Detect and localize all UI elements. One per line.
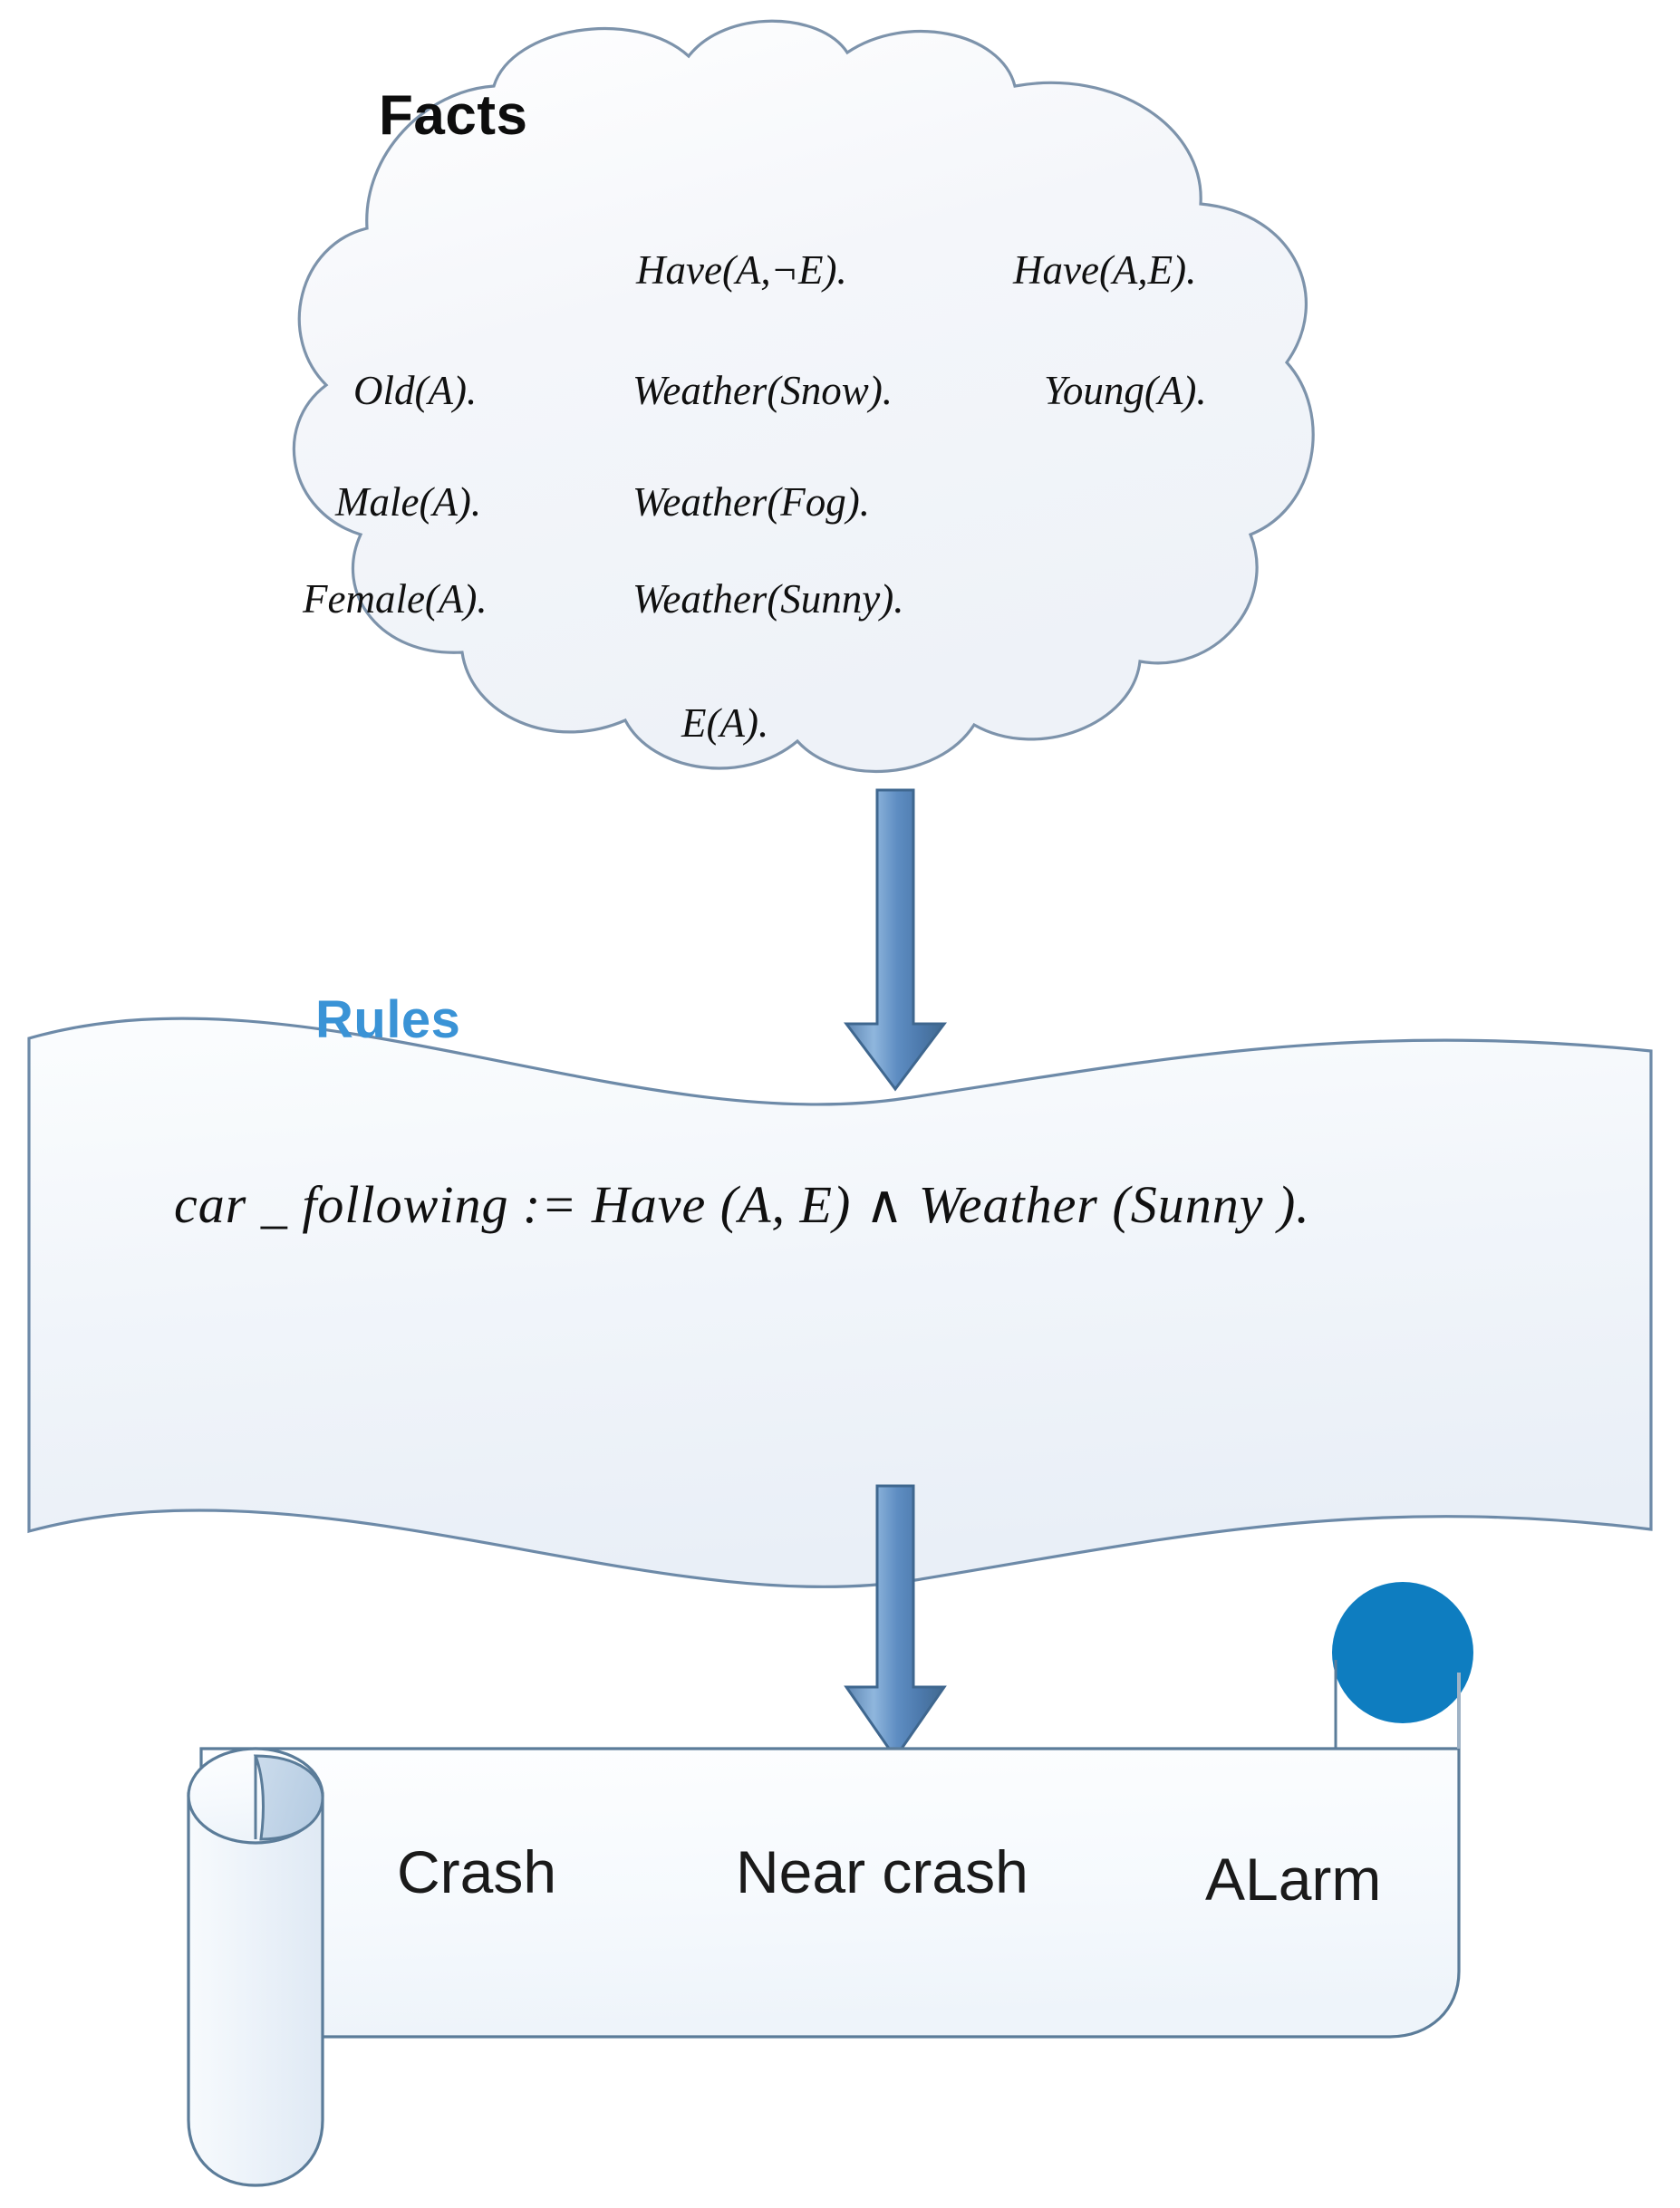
rules-ribbon-shape [27, 1017, 1653, 1588]
fact-item: Female(A). [303, 576, 488, 622]
facts-cloud-shape [292, 19, 1315, 774]
outcomes-scroll-shape [187, 1660, 1461, 2187]
rule-statement: car _ following := Have (A, E) ∧ Weather… [174, 1175, 1310, 1234]
outcome-crash: Crash [397, 1838, 557, 1905]
facts-heading: Facts [379, 84, 528, 147]
fact-item: Male(A). [335, 479, 482, 525]
fact-item: Weather(Snow). [632, 368, 893, 413]
fact-item: Young(A). [1044, 368, 1207, 413]
fact-item: Weather(Fog). [632, 479, 871, 525]
arrow-rules-to-outcomes [844, 1484, 947, 1760]
fact-item: Old(A). [353, 368, 478, 413]
fact-item: Have(A,¬E). [636, 247, 847, 293]
outcome-near-crash: Near crash [736, 1838, 1028, 1905]
accent-circle-icon [1332, 1582, 1473, 1723]
fact-item: Weather(Sunny). [632, 576, 904, 622]
fact-item-bottom: E(A). [681, 700, 769, 746]
rules-heading: Rules [315, 990, 461, 1049]
fact-item: Have(A,E). [1013, 247, 1197, 293]
outcome-alarm: ALarm [1205, 1846, 1382, 1913]
arrow-facts-to-rules [844, 788, 947, 1092]
